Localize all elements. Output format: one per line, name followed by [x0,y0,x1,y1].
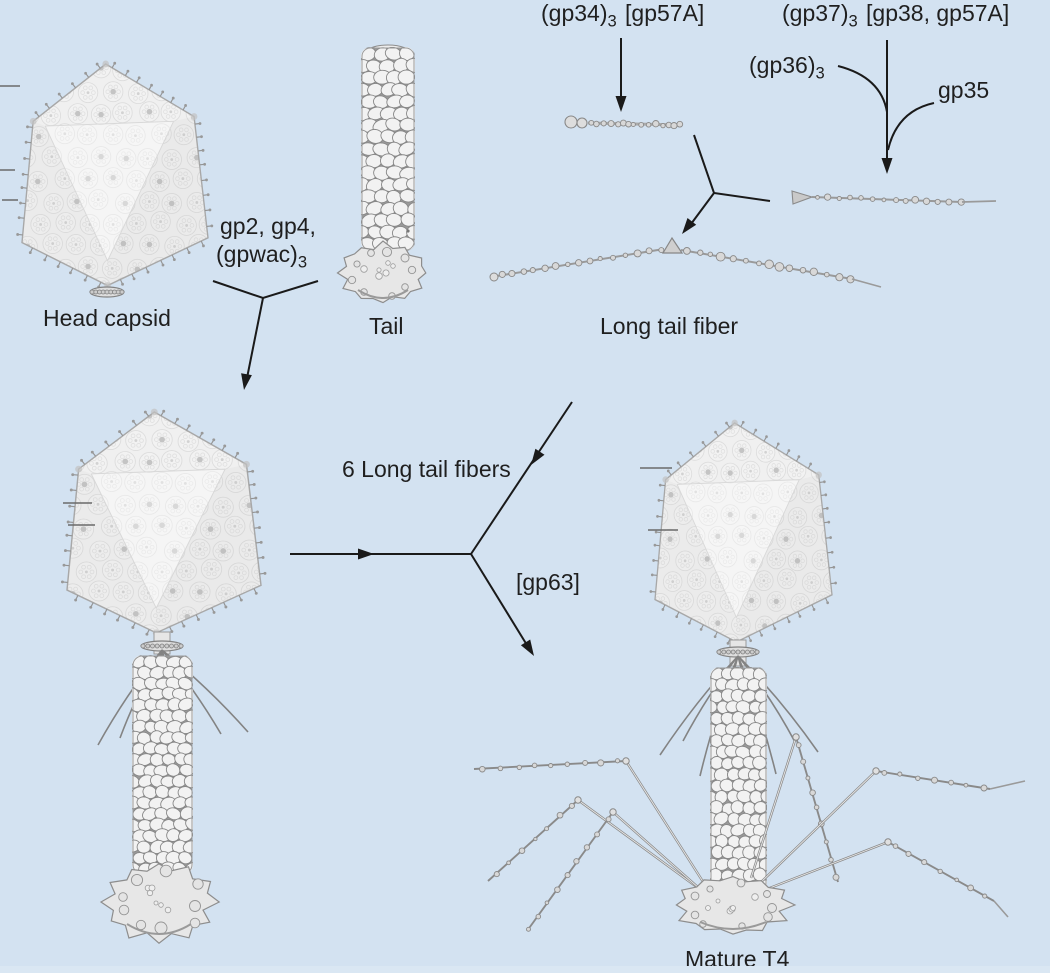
svg-text:gp35: gp35 [938,77,989,103]
svg-text:gp2, gp4,: gp2, gp4, [220,213,316,239]
svg-text:Tail: Tail [369,313,404,339]
svg-text:Head capsid: Head capsid [43,305,171,331]
svg-text:Long tail fiber: Long tail fiber [600,313,738,339]
svg-text:[gp63]: [gp63] [516,569,580,595]
svg-text:(gp37)3 [gp38, gp57A]: (gp37)3 [gp38, gp57A] [782,0,1009,31]
svg-text:(gp34)3 [gp57A]: (gp34)3 [gp57A] [541,0,704,31]
svg-text:(gpwac)3: (gpwac)3 [216,241,309,272]
svg-text:(gp36)3: (gp36)3 [749,52,827,83]
svg-text:6 Long tail fibers: 6 Long tail fibers [342,456,511,482]
